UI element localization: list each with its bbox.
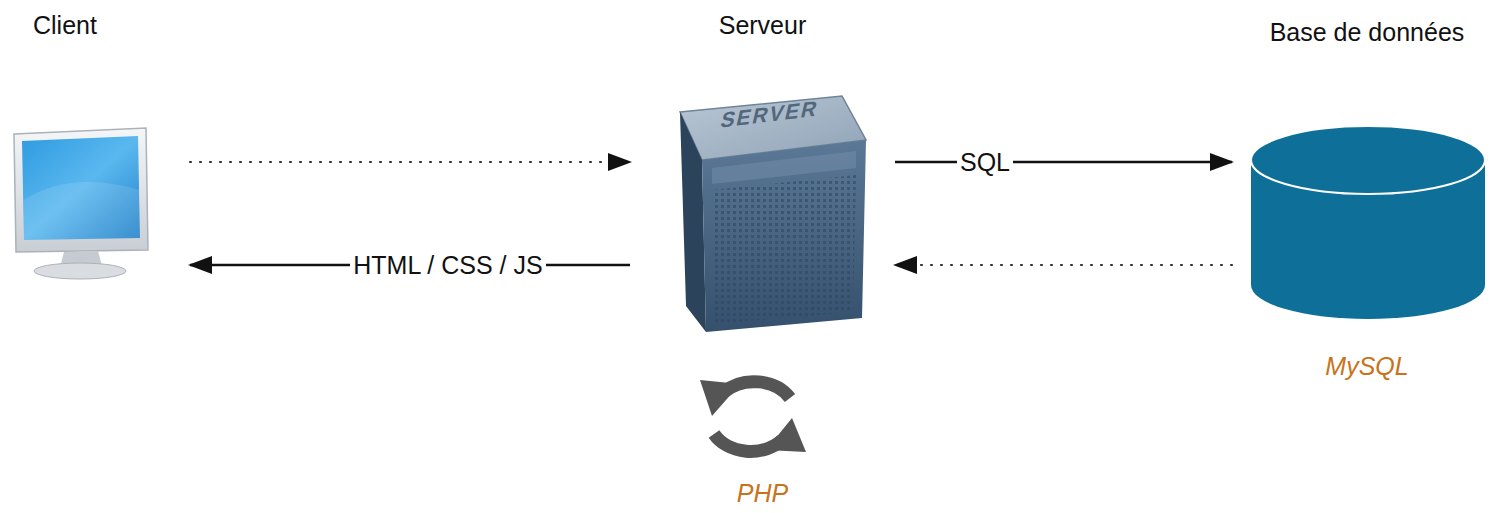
server-icon [680, 96, 866, 332]
dotted-arrow [190, 161, 630, 163]
component-node: Client [5, 5, 180, 290]
node-heading: Client [33, 9, 97, 41]
technology-label: PHP [737, 477, 788, 509]
monitor-icon [14, 128, 148, 279]
edge-label: SQL [957, 147, 1013, 177]
dotted-arrow [895, 264, 1232, 266]
component-node: Base de donnéesMySQL [1242, 10, 1492, 382]
component-node: ServeurPHP [640, 5, 885, 510]
edge-label: HTML / CSS / JS [350, 250, 545, 280]
node-heading: Base de données [1270, 16, 1465, 48]
solid-arrow [895, 161, 1232, 164]
database-cylinder [1251, 126, 1485, 319]
sync-arrowheads [700, 380, 806, 452]
node-heading: Serveur [719, 9, 807, 41]
technology-label: MySQL [1325, 350, 1408, 382]
